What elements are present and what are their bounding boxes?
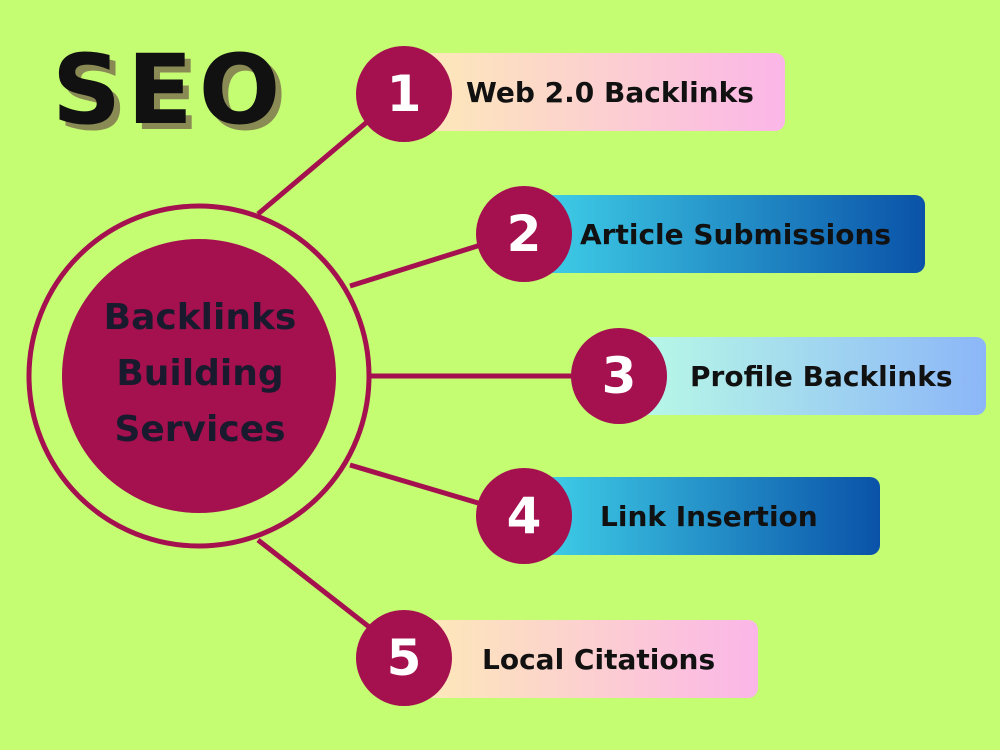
item-label-2: Article Submissions <box>580 217 892 251</box>
center-label: Backlinks Building Services <box>70 290 330 458</box>
item-label-4: Link Insertion <box>600 499 818 533</box>
item-badge-4: 4 <box>476 468 572 564</box>
item-number-2: 2 <box>506 205 542 263</box>
item-label-5: Local Citations <box>482 642 716 676</box>
item-label-1: Web 2.0 Backlinks <box>466 75 754 109</box>
page-title: SEO <box>52 34 287 146</box>
item-pill-2: Article Submissions <box>540 195 925 273</box>
item-number-1: 1 <box>386 65 422 123</box>
center-line-1: Backlinks <box>103 297 297 338</box>
item-number-5: 5 <box>386 629 422 687</box>
item-pill-4: Link Insertion <box>540 477 880 555</box>
center-circle <box>62 239 336 513</box>
center-line-2: Building <box>116 353 284 394</box>
item-badge-2: 2 <box>476 186 572 282</box>
item-number-4: 4 <box>506 487 542 545</box>
item-badge-3: 3 <box>571 328 667 424</box>
item-pill-5: Local Citations <box>420 620 758 698</box>
item-number-3: 3 <box>601 347 637 405</box>
item-pill-3: Profile Backlinks <box>630 337 986 415</box>
item-pill-1: Web 2.0 Backlinks <box>420 53 785 131</box>
item-label-3: Profile Backlinks <box>690 359 953 393</box>
outer-ring <box>26 203 372 549</box>
item-badge-1: 1 <box>356 46 452 142</box>
item-badge-5: 5 <box>356 610 452 706</box>
center-line-3: Services <box>114 409 286 450</box>
